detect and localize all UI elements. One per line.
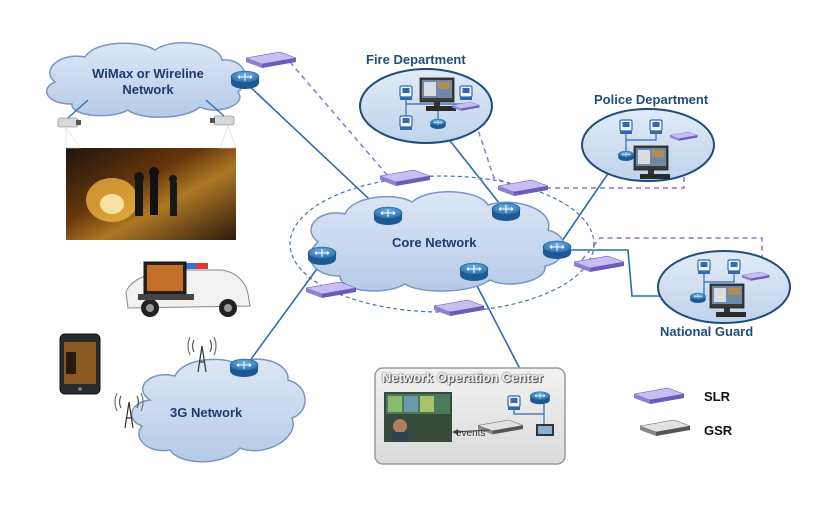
national-guard-label: National Guard [660, 324, 754, 339]
slr-device-icon-2 [379, 169, 431, 187]
slr-device-icon-1 [245, 51, 297, 69]
wimax-edge-router-icon [230, 70, 260, 90]
surveillance-feed-image [66, 148, 236, 240]
core-network-label: Core Network [392, 235, 477, 250]
fire-phone-icon-3 [459, 85, 473, 101]
core-domain-boundary [289, 175, 595, 313]
police-car-laptop-image [125, 261, 251, 317]
legend-slr-icon [633, 387, 685, 405]
core-router-icon-1 [373, 206, 403, 226]
wimax-label-line1: WiMax or Wireline [92, 66, 204, 81]
wimax-network-label: WiMax or Wireline Network [78, 66, 218, 98]
core-router-icon-4 [459, 262, 489, 282]
slr-device-icon-6 [573, 255, 625, 273]
camera-icon-2 [210, 115, 235, 126]
fire-department-label: Fire Department [366, 52, 466, 67]
legend-gsr-label: GSR [704, 423, 733, 438]
events-label: events [456, 428, 486, 439]
fire-router-icon [430, 118, 446, 130]
wimax-label-line2: Network [122, 82, 174, 97]
slr-device-icon-5 [433, 299, 485, 317]
core-router-icon-3 [307, 246, 337, 266]
events-arrowhead [452, 429, 458, 435]
wimax-cloud [45, 42, 246, 118]
core-router-icon-5 [542, 240, 572, 260]
police-department-site [581, 108, 715, 182]
police-site-lan [625, 132, 657, 152]
police-department-label: Police Department [594, 92, 709, 107]
guard-phone-icon [697, 259, 711, 275]
fire-phone-icon-2 [399, 115, 413, 131]
guard-router-icon [690, 292, 706, 304]
guard-phone-icon-2 [727, 259, 741, 275]
fire-phone-icon [399, 85, 413, 101]
threeg-cloud [131, 358, 306, 463]
legend-gsr-icon [639, 419, 691, 437]
cell-tower-icon-2 [114, 392, 144, 429]
threeg-network-label: 3G Network [170, 405, 243, 420]
noc-monitor-icon [536, 424, 554, 436]
camera-links [67, 99, 225, 119]
camera-view-cone [65, 124, 237, 149]
police-router-icon [618, 150, 634, 162]
noc-panel [374, 367, 566, 465]
noc-router-icon [529, 391, 551, 405]
guard-site-lan [703, 272, 735, 296]
slr-device-icon-3 [497, 179, 549, 197]
legend-slr-label: SLR [704, 389, 730, 404]
noc-title: Network Operation Center [382, 370, 544, 385]
core-router-icon-2 [491, 202, 521, 222]
threeg-edge-router-icon [229, 358, 259, 378]
police-phone-icon-2 [649, 119, 663, 135]
events-arrow [453, 429, 491, 433]
noc-phone-icon [507, 395, 521, 411]
camera-icon [57, 117, 81, 128]
cell-tower-icon [187, 336, 217, 373]
police-phone-icon [619, 119, 633, 135]
smartphone-image [59, 333, 101, 395]
